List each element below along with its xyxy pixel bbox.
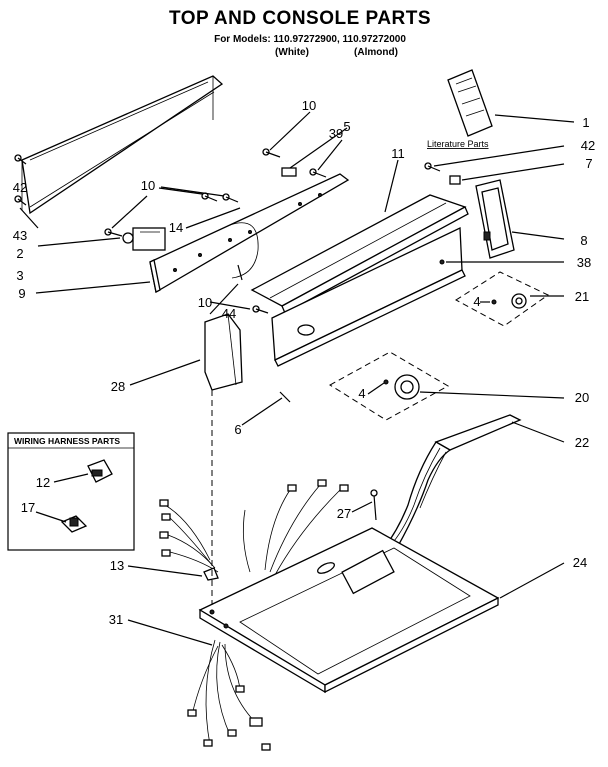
console-top-part-11 [250, 194, 469, 314]
knob-group-part-21 [455, 271, 549, 327]
callout-5: 5 [343, 119, 350, 134]
callout-1: 1 [582, 115, 589, 130]
callout-3: 3 [16, 268, 23, 283]
color-almond-label: (Almond) [354, 47, 398, 58]
callout-14: 14 [169, 220, 183, 235]
screws-10-group [104, 192, 239, 237]
dryer-top-part-24 [198, 527, 500, 694]
callout-8: 8 [580, 233, 587, 248]
end-cap-part-8 [475, 179, 515, 259]
callout-6: 6 [234, 422, 241, 437]
callout-7: 7 [585, 156, 592, 171]
screw-27 [370, 489, 378, 521]
back-panel-part-2 [21, 75, 224, 215]
screw-42-right [424, 162, 441, 172]
callout-20: 20 [575, 390, 589, 405]
callout-24: 24 [573, 555, 587, 570]
callout-28: 28 [111, 379, 125, 394]
callout-4-knob20: 4 [358, 386, 365, 401]
models-line: For Models: 110.97272900, 110.97272000 [214, 34, 406, 45]
callout-43: 43 [13, 228, 27, 243]
clip-part-5 [281, 167, 297, 177]
callout-12: 12 [36, 475, 50, 490]
callout-10-group: 10 [141, 178, 155, 193]
screw-42-left [14, 154, 27, 165]
screw-43-left [14, 195, 27, 206]
screw-part-6 [279, 391, 291, 403]
callout-4-knob21: 4 [473, 294, 480, 309]
screw-39 [309, 168, 327, 178]
literature-parts-label: Literature Parts [427, 139, 489, 149]
wiring-harness-box [7, 432, 135, 551]
console-rear-panel-part-9 [149, 173, 350, 294]
callout-13: 13 [110, 558, 124, 573]
clip-part-7 [449, 175, 461, 185]
callout-numbers: 1 2 3 4 4 5 6 7 8 9 10 10 10 11 12 13 14… [13, 98, 595, 627]
console-end-part-28 [204, 313, 243, 391]
callout-10-top: 10 [302, 98, 316, 113]
callout-9: 9 [18, 286, 25, 301]
leader-lines [19, 111, 575, 646]
callout-44: 44 [222, 306, 236, 321]
callout-38: 38 [577, 255, 591, 270]
wire-bundle-lower-part-31 [187, 639, 271, 751]
callout-39: 39 [329, 126, 343, 141]
literature-booklet-part-1 [447, 69, 493, 137]
callout-10-mid: 10 [198, 295, 212, 310]
timer-part-3 [122, 227, 166, 251]
callout-42-right: 42 [581, 138, 595, 153]
callout-11: 11 [391, 146, 405, 161]
screw-10-mid [252, 305, 269, 314]
callout-27: 27 [337, 506, 351, 521]
wiring-harness-part-22 [382, 414, 522, 549]
callout-31: 31 [109, 612, 123, 627]
screw-44 [237, 264, 243, 281]
console-front-panel [271, 226, 466, 367]
callout-21: 21 [575, 289, 589, 304]
callout-22: 22 [575, 435, 589, 450]
wiring-box-title: WIRING HARNESS PARTS [14, 436, 120, 446]
callout-17: 17 [21, 500, 35, 515]
clip-part-13 [203, 567, 219, 581]
color-white-label: (White) [275, 47, 309, 58]
callout-42-left: 42 [13, 180, 27, 195]
callout-2: 2 [16, 246, 23, 261]
screw-10-top [262, 148, 281, 158]
page-title: TOP AND CONSOLE PARTS [169, 8, 431, 29]
knob-group-part-20 [329, 351, 450, 421]
